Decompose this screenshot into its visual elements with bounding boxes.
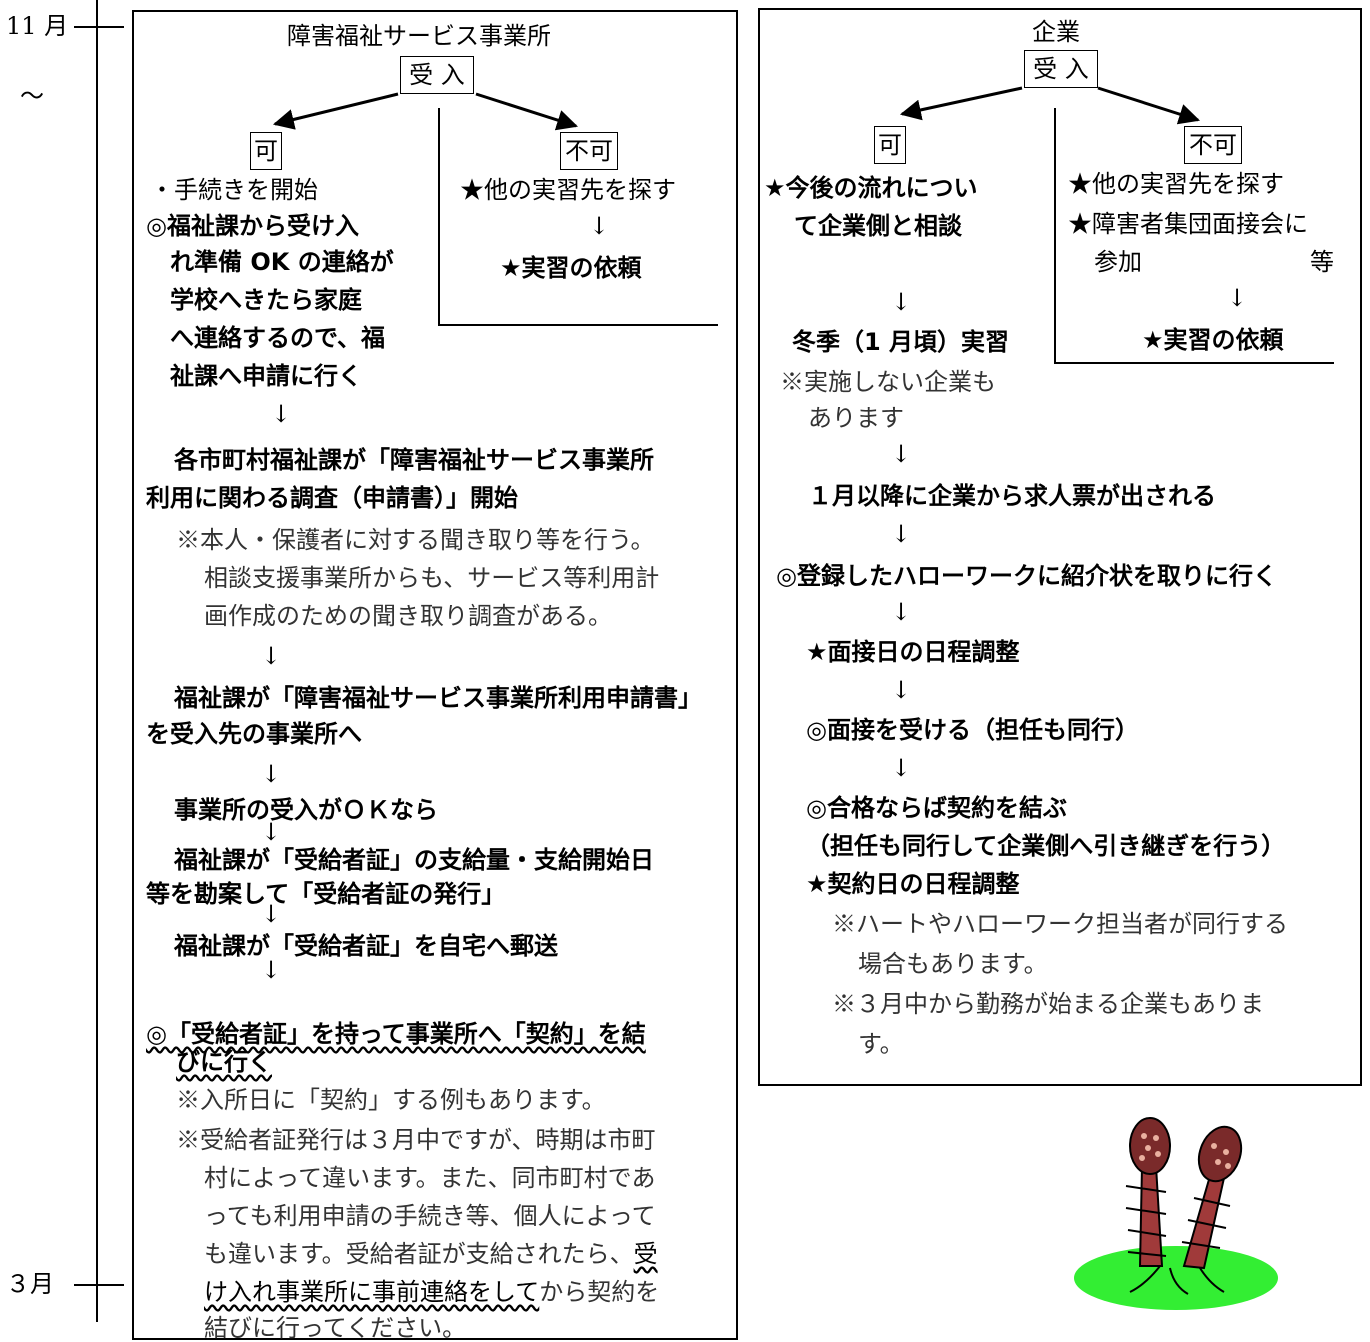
company-winter-note-1: ※実施しない企業も <box>780 368 996 396</box>
company-ok-label: 可 <box>874 126 906 164</box>
welfare-note3-emph-1: 受 <box>633 1240 658 1268</box>
welfare-step6-line-2: びに行く <box>176 1047 272 1076</box>
welfare-note1-line-2: 相談支援事業所からも、サービス等利用計 <box>204 564 660 592</box>
welfare-step4-line-1: 福祉課が「受給者証」の支給量・支給開始日 <box>174 846 654 874</box>
welfare-ok-line-3: れ準備 OK の連絡が <box>170 248 394 276</box>
company-ng-line-3: 参加 <box>1094 248 1142 276</box>
welfare-ok-line-1: ・手続きを開始 <box>150 176 318 204</box>
company-panel-title: 企業 <box>1032 18 1080 46</box>
welfare-ok-line-5: へ連絡するので、福 <box>170 324 386 352</box>
welfare-arrow-3: ↓ <box>260 760 282 788</box>
company-step-3: ★面接日の日程調整 <box>806 638 1020 666</box>
welfare-arrow-2: ↓ <box>260 642 282 670</box>
welfare-arrow-1: ↓ <box>270 400 292 428</box>
welfare-step5: 福祉課が「受給者証」を自宅へ郵送 <box>174 932 558 960</box>
welfare-step1-line-2: 利用に関わる調査（申請書）」開始 <box>146 484 518 512</box>
welfare-ng-arrow: ↓ <box>588 212 610 240</box>
welfare-ng-line-2: ★実習の依頼 <box>500 254 642 282</box>
company-ng-label: 不可 <box>1184 126 1242 164</box>
welfare-note3-line-2: 村によって違います。また、同市町村であ <box>204 1164 656 1192</box>
welfare-ng-label: 不可 <box>560 132 618 170</box>
company-arrow-3: ↓ <box>890 520 912 548</box>
company-step-6: （担任も同行して企業側へ引き継ぎを行う） <box>806 832 1286 860</box>
company-step-7: ★契約日の日程調整 <box>806 870 1020 898</box>
company-arrow-4: ↓ <box>890 598 912 626</box>
timeline-end-label: ３月 <box>6 1270 54 1298</box>
timeline-tick-bottom <box>74 1284 124 1286</box>
timeline-axis <box>96 0 98 1322</box>
welfare-ok-line-4: 学校へきたら家庭 <box>170 286 362 314</box>
company-arrow-2: ↓ <box>890 440 912 468</box>
company-divider-horizontal <box>1054 362 1334 364</box>
company-step-2: ◎登録したハローワークに紹介状を取りに行く <box>776 562 1277 590</box>
horsetail-illustration <box>1074 1117 1278 1310</box>
company-step-5: ◎合格ならば契約を結ぶ <box>806 794 1067 822</box>
company-panel <box>758 8 1362 1086</box>
welfare-ng-line-1: ★他の実習先を探す <box>460 176 676 204</box>
company-ng-line-2: ★障害者集団面接会に <box>1068 210 1308 238</box>
welfare-note2: ※入所日に「契約」する例もあります。 <box>176 1086 606 1114</box>
company-note2-line-2: す。 <box>858 1030 904 1058</box>
welfare-ok-label: 可 <box>250 132 282 170</box>
welfare-arrow-6: ↓ <box>260 956 282 984</box>
welfare-arrow-5: ↓ <box>260 900 282 928</box>
company-step-1: １月以降に企業から求人票が出される <box>808 482 1216 510</box>
company-winter: 冬季（1 月頃）実習 <box>792 328 1010 356</box>
welfare-step6-line-1: ◎「受給者証」を持って事業所へ「契約」を結 <box>146 1019 646 1048</box>
company-note1-line-2: 場合もあります。 <box>858 950 1048 978</box>
company-ng-line-5: ★実習の依頼 <box>1142 326 1284 354</box>
company-arrow-5: ↓ <box>890 676 912 704</box>
welfare-note3-line-1: ※受給者証発行は３月中ですが、時期は市町 <box>176 1126 656 1154</box>
welfare-accept-label: 受 入 <box>400 56 474 94</box>
company-arrow-1: ↓ <box>890 288 912 316</box>
welfare-step1-line-1: 各市町村福祉課が「障害福祉サービス事業所 <box>174 446 654 474</box>
company-ng-arrow: ↓ <box>1226 284 1248 312</box>
welfare-note3-line-4: も違います。受給者証が支給されたら、受 <box>204 1242 658 1266</box>
welfare-note3-line-5-text: から契約を <box>539 1278 660 1306</box>
welfare-step3: 事業所の受入がＯＫなら <box>174 796 438 824</box>
timeline-start-label: 11 月 <box>6 12 69 40</box>
welfare-ok-line-2: ◎福祉課から受け入 <box>146 212 359 240</box>
welfare-note3-emph-2: け入れ事業所に事前連絡をして <box>204 1278 540 1306</box>
welfare-note3-line-6: 結びに行ってください。 <box>204 1314 467 1342</box>
welfare-note1-line-1: ※本人・保護者に対する聞き取り等を行う。 <box>176 526 655 554</box>
company-ng-line-4: 等 <box>1310 248 1334 276</box>
welfare-ok-line-6: 祉課へ申請に行く <box>170 362 362 390</box>
welfare-note3-line-3: っても利用申請の手続き等、個人によって <box>204 1202 656 1230</box>
company-note2-line-1: ※３月中から勤務が始まる企業もありま <box>832 990 1264 1018</box>
welfare-note3-line-4-text: も違います。受給者証が支給されたら、 <box>204 1240 634 1268</box>
company-step-4: ◎面接を受ける（担任も同行） <box>806 716 1139 744</box>
company-ng-line-1: ★他の実習先を探す <box>1068 170 1284 198</box>
company-accept-label: 受 入 <box>1024 50 1098 88</box>
company-divider-vertical <box>1054 108 1056 364</box>
welfare-divider-horizontal <box>438 324 718 326</box>
company-winter-note-2: あります <box>808 404 904 432</box>
welfare-step4-line-2: 等を勘案して「受給者証の発行」 <box>146 880 506 908</box>
company-ok-line-2: て企業側と相談 <box>794 212 962 240</box>
welfare-step2-line-1: 福祉課が「障害福祉サービス事業所利用申請書」 <box>174 684 702 712</box>
welfare-panel-title: 障害福祉サービス事業所 <box>287 22 551 50</box>
timeline-tick-top <box>74 26 124 28</box>
welfare-arrow-4: ↓ <box>260 818 282 846</box>
welfare-step2-line-2: を受入先の事業所へ <box>146 720 362 748</box>
welfare-divider-vertical <box>438 108 440 326</box>
welfare-note3-line-5: け入れ事業所に事前連絡をしてから契約を <box>204 1280 659 1304</box>
welfare-note1-line-3: 画作成のための聞き取り調査がある。 <box>204 602 612 630</box>
company-arrow-6: ↓ <box>890 754 912 782</box>
company-ok-line-1: ★今後の流れについ <box>764 174 978 202</box>
timeline-tilde: ～ <box>20 82 44 110</box>
company-note1-line-1: ※ハートやハローワーク担当者が同行する <box>832 910 1288 938</box>
